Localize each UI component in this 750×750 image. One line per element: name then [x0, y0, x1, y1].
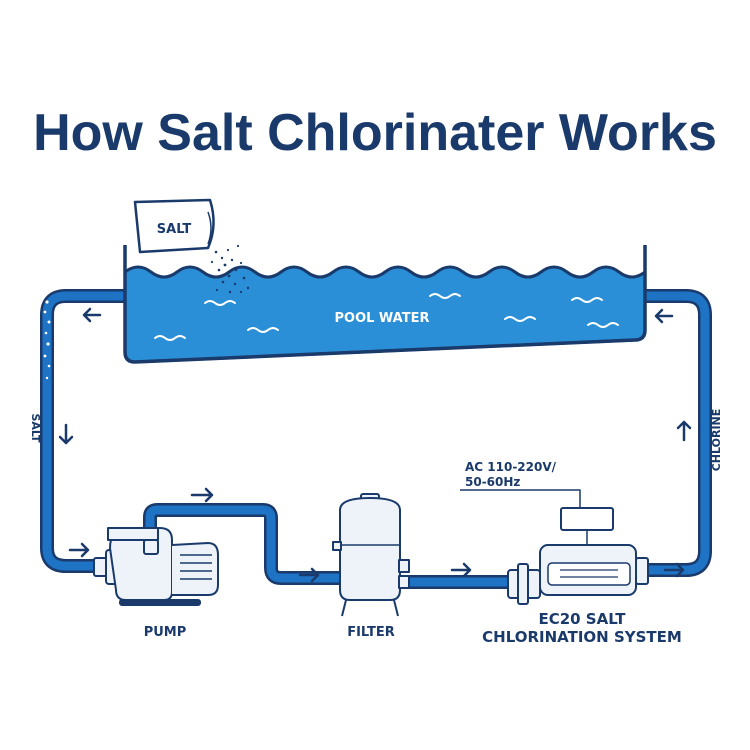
page-title: How Salt Chlorinater Works	[33, 104, 717, 162]
salt-side-label: SALT	[29, 413, 42, 443]
salt-bag-label: SALT	[157, 222, 192, 237]
pipe-loop	[40, 289, 712, 589]
pump-icon	[93, 527, 219, 606]
salt-bag-icon	[133, 198, 250, 294]
pump-label: PUMP	[144, 625, 187, 640]
system-label-line2: CHLORINATION SYSTEM	[482, 628, 682, 646]
power-label-line1: AC 110-220V/	[465, 460, 557, 474]
power-label-line2: 50-60Hz	[465, 475, 520, 489]
pool-icon	[123, 245, 647, 364]
filter-icon	[332, 493, 410, 617]
chlorinator-icon	[460, 489, 649, 605]
salt-granules	[43, 300, 51, 380]
chlorine-side-label: CHLORINE	[710, 409, 723, 472]
system-label-line1: EC20 SALT	[538, 610, 626, 628]
filter-label: FILTER	[347, 625, 395, 640]
pool-water-label: POOL WATER	[334, 311, 429, 326]
flow-arrow-icon	[58, 307, 692, 583]
